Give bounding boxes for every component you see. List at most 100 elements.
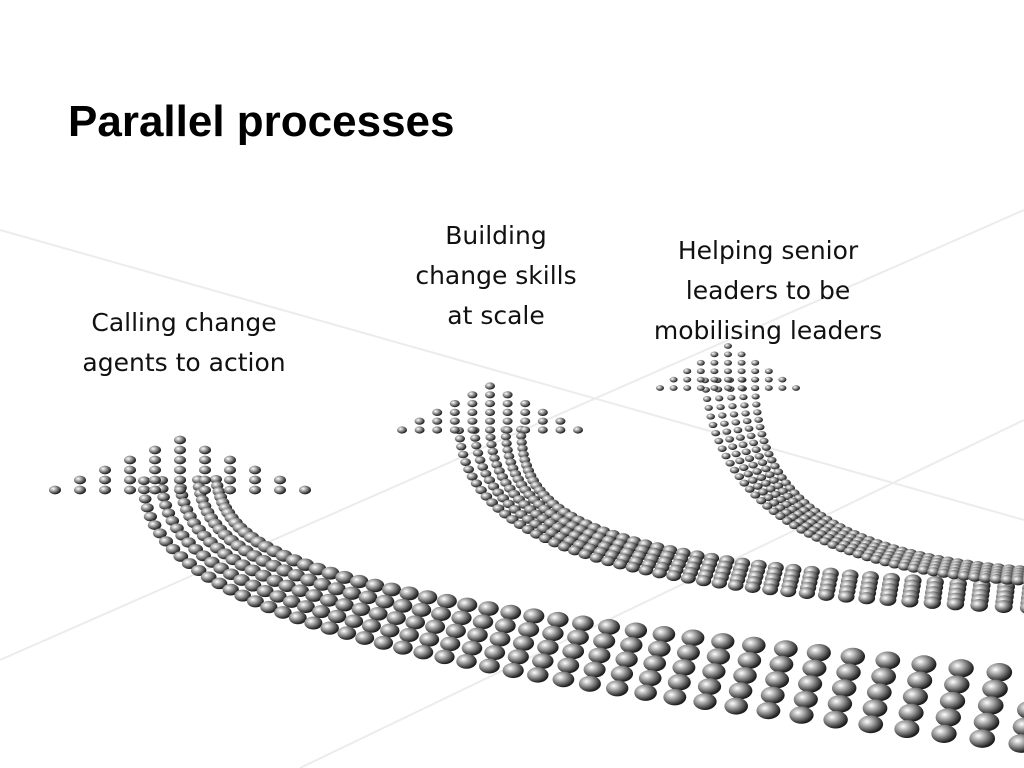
bead [99,475,111,485]
bead [724,385,732,391]
bead [542,625,564,642]
bead [759,437,769,445]
bead [737,376,746,383]
bead [731,419,741,426]
bead [764,450,774,458]
caption-calling-change-agents: Calling change agents to action [54,303,314,383]
bead [461,640,483,656]
bead [161,508,176,518]
bead [555,426,566,434]
bead [1019,602,1024,614]
bead [124,475,136,485]
bead [500,604,522,620]
bead [737,351,746,358]
bead [744,581,761,593]
bead [485,408,495,416]
bead [704,404,713,411]
bead [502,426,513,434]
bead [149,445,161,455]
bead [753,409,762,416]
bead [485,433,496,442]
bead [897,561,911,571]
bead [727,394,736,401]
bead [486,498,498,507]
bead [99,485,111,495]
bead [710,368,719,375]
bead [517,444,528,453]
bead [748,461,758,469]
bead [840,647,866,666]
bead [792,385,800,391]
bead [516,438,527,447]
bead [710,376,719,383]
bead [449,417,460,425]
bead [380,623,400,638]
bead [939,691,966,711]
bead [754,452,764,460]
bead [973,712,1000,732]
bead [752,401,761,408]
bead [335,598,354,612]
bead [907,563,921,573]
bead [756,474,767,481]
bead [165,515,180,526]
bead [485,417,495,425]
bead [970,599,989,612]
bead [946,597,965,611]
bead [502,417,513,425]
bead [731,450,741,458]
bead [494,618,516,634]
bead [500,433,511,441]
bead [502,400,513,408]
bead [879,557,892,567]
bead [717,445,727,452]
bead [696,376,705,383]
bead [568,545,582,556]
bead [149,465,161,475]
bead [305,589,323,602]
bead [735,434,745,441]
bead [165,543,181,555]
bead [440,636,461,652]
bead [982,679,1008,699]
bead [244,579,262,592]
bead [870,555,883,564]
bead [729,466,740,474]
bead [861,552,874,562]
bead [875,651,901,670]
bead [751,446,761,454]
bead [737,359,746,366]
bead [460,458,471,466]
bead-arrows [49,343,1024,753]
bead [894,719,920,739]
bead [399,627,419,643]
bead [711,429,721,437]
bead [74,475,86,485]
bead [124,485,136,495]
bead [520,408,531,416]
bead [432,408,443,416]
bead [222,583,239,596]
bead [858,592,876,605]
bead [652,567,667,579]
bead [778,376,787,383]
bead [716,404,725,411]
bead [375,594,395,609]
bead [472,449,484,457]
bead [520,417,531,425]
bead [99,465,111,475]
bead [931,724,957,743]
bead [174,435,186,445]
bead [382,582,401,597]
bead [480,469,492,478]
bead [902,687,928,706]
bead [200,571,217,583]
bead [727,579,744,591]
bead [174,465,186,475]
bead [512,635,535,651]
bead [634,684,657,701]
bead [802,659,827,677]
bead [174,485,186,495]
bead [335,570,354,584]
bead [425,619,446,634]
